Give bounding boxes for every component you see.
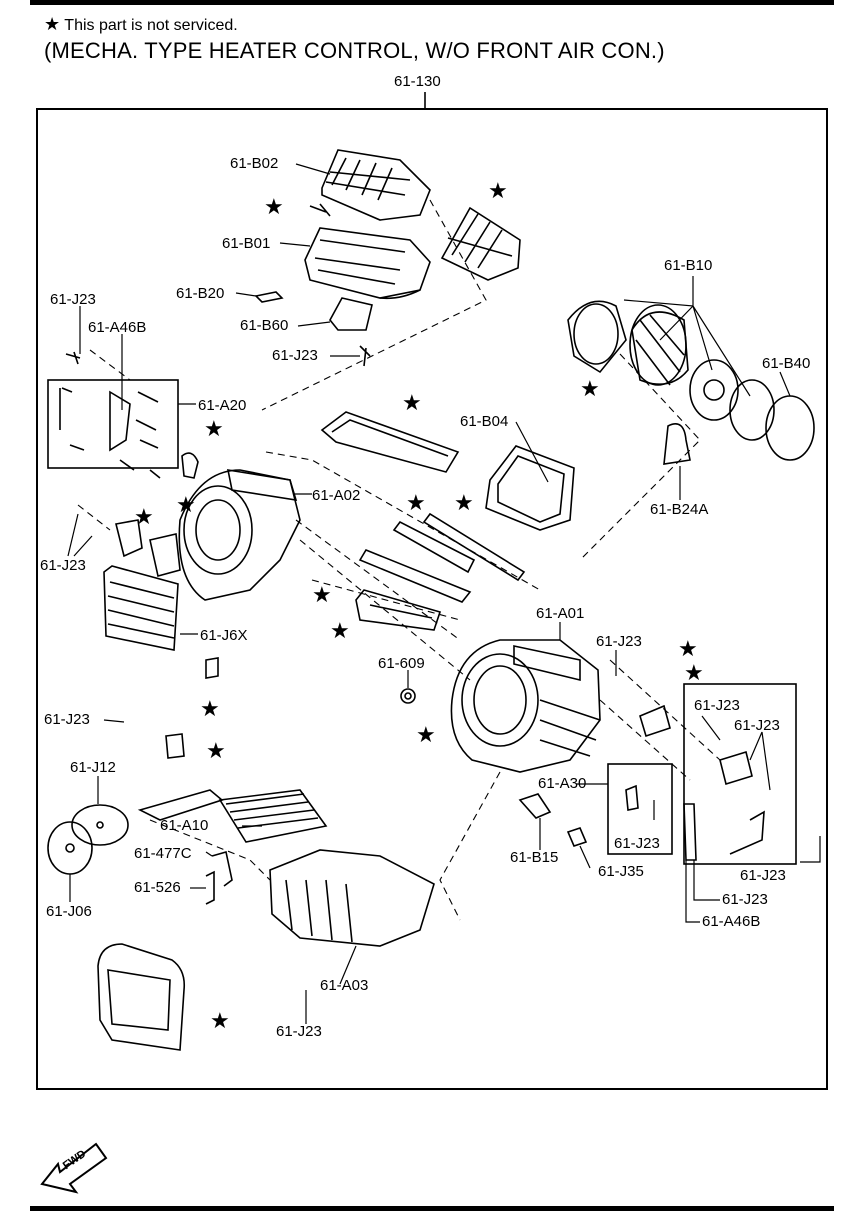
star-icon: ★ xyxy=(330,618,350,643)
star-icon: ★ xyxy=(454,490,474,515)
label-61-477c: 61-477C xyxy=(134,845,192,862)
label-61-a02: 61-A02 xyxy=(312,487,361,504)
label-61-b24a: 61-B24A xyxy=(650,501,709,518)
label-61-b10: 61-B10 xyxy=(664,257,713,274)
star-icon: ★ xyxy=(678,636,698,661)
label-61-a20: 61-A20 xyxy=(198,397,247,414)
star-icon: ★ xyxy=(44,14,61,34)
label-61-b04: 61-B04 xyxy=(460,413,509,430)
label-61-a01: 61-A01 xyxy=(536,605,585,622)
label-61-b20: 61-B20 xyxy=(176,285,225,302)
star-icon: ★ xyxy=(406,490,426,515)
label-61-a03: 61-A03 xyxy=(320,977,369,994)
star-icon: ★ xyxy=(200,696,220,721)
label-61-b01: 61-B01 xyxy=(222,235,271,252)
label-61-j23: 61-J23 xyxy=(614,835,660,852)
label-61-j23: 61-J23 xyxy=(40,557,86,574)
label-61-j23: 61-J23 xyxy=(722,891,768,908)
star-icon: ★ xyxy=(264,194,284,219)
label-61-b15: 61-B15 xyxy=(510,849,559,866)
star-icon: ★ xyxy=(206,738,226,763)
label-61-j23: 61-J23 xyxy=(272,347,318,364)
label-61-a46b: 61-A46B xyxy=(88,319,147,336)
label-61-j23: 61-J23 xyxy=(50,291,96,308)
label-61-b02: 61-B02 xyxy=(230,155,279,172)
label-61-b40: 61-B40 xyxy=(762,355,811,372)
label-61-j6x: 61-J6X xyxy=(200,627,248,644)
star-icon: ★ xyxy=(204,416,224,441)
star-icon: ★ xyxy=(402,390,422,415)
assembly-label: 61-130 xyxy=(394,73,441,90)
diagram-frame xyxy=(36,108,828,1090)
star-icon: ★ xyxy=(488,178,508,203)
label-61-609: 61-609 xyxy=(378,655,425,672)
label-61-j23: 61-J23 xyxy=(740,867,786,884)
label-61-b60: 61-B60 xyxy=(240,317,289,334)
label-61-j23: 61-J23 xyxy=(734,717,780,734)
star-icon: ★ xyxy=(416,722,436,747)
bottom-rule xyxy=(30,1206,834,1211)
label-61-a46b: 61-A46B xyxy=(702,913,761,930)
star-icon: ★ xyxy=(580,376,600,401)
label-61-j06: 61-J06 xyxy=(46,903,92,920)
legend-note-text: This part is not serviced. xyxy=(64,17,238,34)
star-icon: ★ xyxy=(312,582,332,607)
label-61-j23: 61-J23 xyxy=(276,1023,322,1040)
star-icon: ★ xyxy=(684,660,704,685)
legend-note: ★ This part is not serviced. xyxy=(44,14,238,35)
label-61-j23: 61-J23 xyxy=(44,711,90,728)
star-icon: ★ xyxy=(210,1008,230,1033)
label-61-j35: 61-J35 xyxy=(598,863,644,880)
star-icon: ★ xyxy=(176,492,196,517)
star-icon: ★ xyxy=(134,504,154,529)
diagram-title: (MECHA. TYPE HEATER CONTROL, W/O FRONT A… xyxy=(44,38,665,63)
label-61-a30: 61-A30 xyxy=(538,775,587,792)
label-61-a10: 61-A10 xyxy=(160,817,209,834)
label-61-j23: 61-J23 xyxy=(596,633,642,650)
top-rule xyxy=(30,0,834,5)
label-61-526: 61-526 xyxy=(134,879,181,896)
label-61-j12: 61-J12 xyxy=(70,759,116,776)
fwd-arrow-icon: FWD xyxy=(40,1140,110,1205)
label-61-j23: 61-J23 xyxy=(694,697,740,714)
